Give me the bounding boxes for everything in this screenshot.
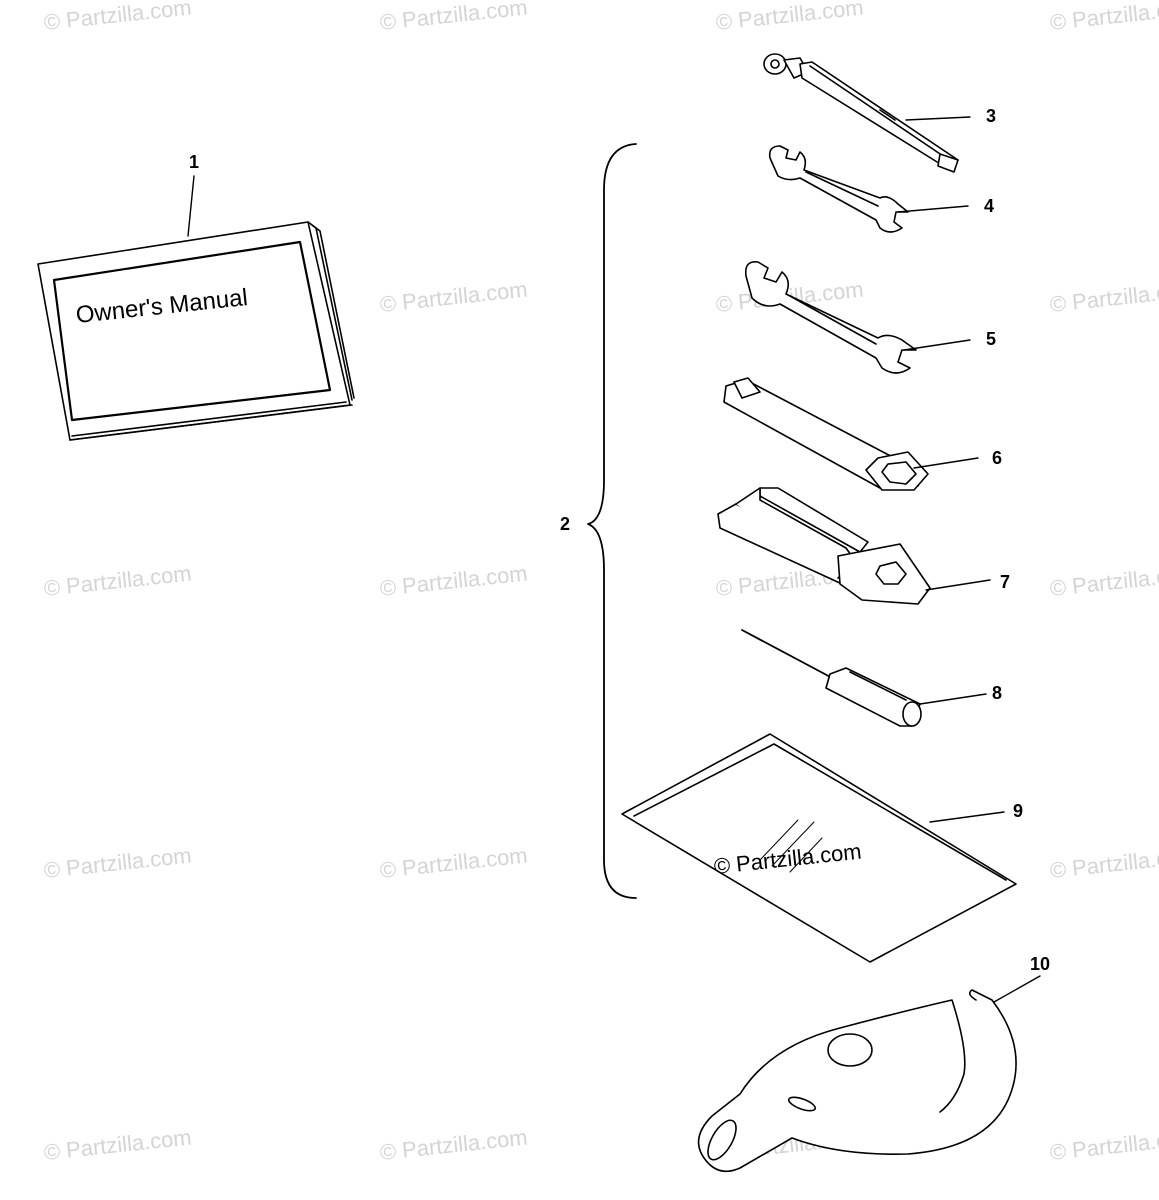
callout-3: 3 — [986, 106, 997, 126]
tool-bag-icon — [621, 733, 1017, 963]
callout-7: 7 — [1000, 572, 1011, 592]
callout-6: 6 — [992, 448, 1003, 468]
callout-1: 1 — [189, 152, 200, 172]
spanner-bracket-icon — [717, 487, 991, 605]
callout-8: 8 — [992, 683, 1003, 703]
callout-9: 9 — [1013, 801, 1024, 821]
callout-5: 5 — [986, 329, 997, 349]
tire-gauge-icon — [763, 53, 971, 173]
large-wrench-icon — [744, 260, 971, 374]
spark-plug-socket-icon — [723, 377, 979, 491]
hook-spanner-icon — [697, 975, 1041, 1173]
owners-manual-icon — [37, 175, 355, 441]
screwdriver-icon — [741, 629, 987, 727]
callout-4: 4 — [984, 196, 995, 216]
tool-kit-bracket-icon — [587, 143, 637, 899]
small-wrench-icon — [768, 145, 969, 233]
callout-2: 2 — [560, 514, 571, 534]
callout-10: 10 — [1030, 954, 1051, 974]
